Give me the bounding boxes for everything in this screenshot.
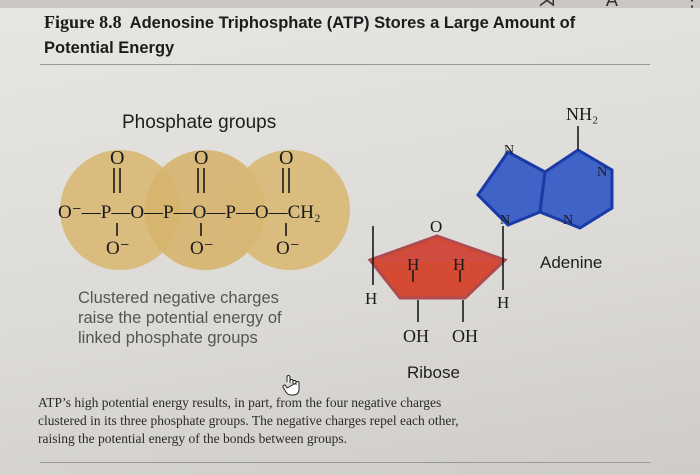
double-bonds bbox=[113, 168, 290, 193]
bottom-rule bbox=[40, 462, 650, 463]
ribose-hydroxyls: OH OH bbox=[403, 326, 478, 346]
nitrogen-4: N bbox=[563, 213, 573, 228]
phosphate-chain: O⁻—P—O—P—O—P—O—CH₂ bbox=[58, 202, 321, 223]
figure-number: Figure 8.8 bbox=[44, 12, 122, 32]
hydrogen-3: H bbox=[365, 289, 377, 308]
oxygen-top-2: O bbox=[194, 147, 208, 169]
figure-title-line2: Potential Energy bbox=[44, 39, 175, 57]
oxygen-top-3: O bbox=[279, 147, 293, 169]
phosphate-circles bbox=[60, 150, 350, 270]
hydrogen-2: H bbox=[453, 255, 465, 274]
hydroxyl-2: OH bbox=[452, 326, 478, 346]
phosphate-circle-3 bbox=[230, 150, 350, 270]
top-oxygens: O O O bbox=[110, 147, 293, 169]
charges-note-line-1: Clustered negative charges bbox=[78, 289, 279, 307]
hydrogen-4: H bbox=[497, 293, 509, 312]
charges-note-line-3: linked phosphate groups bbox=[78, 329, 258, 347]
amine-group: NH₂ bbox=[566, 104, 598, 124]
hydroxyl-1: OH bbox=[403, 326, 429, 346]
phosphate-circle-2 bbox=[145, 150, 265, 270]
caption-line-1: ATP’s high potential energy results, in … bbox=[38, 395, 442, 410]
ribose-label: Ribose bbox=[407, 363, 460, 382]
adenine-label: Adenine bbox=[540, 253, 602, 272]
figure-caption: ATP’s high potential energy results, in … bbox=[38, 394, 608, 448]
font-icon: ᴬA bbox=[598, 0, 619, 11]
phosphate-circle-1 bbox=[60, 150, 180, 270]
top-rule bbox=[40, 64, 650, 65]
ribose-oxygen: O bbox=[430, 217, 442, 236]
top-edge bbox=[0, 0, 700, 8]
oxygen-minus-1: O⁻ bbox=[106, 238, 130, 259]
ribose-top-shade bbox=[376, 241, 499, 262]
figure-title-line1: Adenosine Triphosphate (ATP) Stores a La… bbox=[129, 14, 576, 32]
oxygen-minus-2: O⁻ bbox=[190, 238, 214, 259]
nitrogen-2: N bbox=[597, 165, 607, 180]
adenine-six-ring bbox=[538, 148, 614, 230]
bottom-oxygens: O⁻ O⁻ O⁻ bbox=[106, 238, 300, 259]
phosphate-groups-label: Phosphate groups bbox=[122, 112, 276, 133]
oxygen-top-1: O bbox=[110, 147, 124, 169]
hydrogen-1: H bbox=[407, 255, 419, 274]
single-bonds-down bbox=[116, 223, 287, 236]
oxygen-minus-3: O⁻ bbox=[276, 238, 300, 259]
adenine-five-ring bbox=[476, 150, 547, 227]
ribose-bonds bbox=[372, 226, 504, 322]
hand-cursor-icon bbox=[282, 375, 300, 396]
ribose-ring bbox=[367, 234, 508, 300]
more-icon[interactable]: ⋮ bbox=[683, 0, 700, 11]
ribose-hydrogens: H H H H bbox=[365, 255, 509, 312]
text-size-icon: ⋊ bbox=[538, 0, 556, 11]
caption-line-2: clustered in its three phosphate groups.… bbox=[38, 413, 459, 428]
charges-note-line-2: raise the potential energy of bbox=[78, 309, 282, 327]
nitrogen-1: N bbox=[504, 143, 514, 158]
adenine-nitrogens: N N N N bbox=[500, 143, 607, 228]
caption-line-3: raising the potential energy of the bond… bbox=[38, 431, 348, 446]
charges-note: Clustered negative charges raise the pot… bbox=[78, 289, 282, 347]
nitrogen-3: N bbox=[500, 213, 510, 228]
figure-title: Figure 8.8 Adenosine Triphosphate (ATP) S… bbox=[44, 10, 664, 61]
